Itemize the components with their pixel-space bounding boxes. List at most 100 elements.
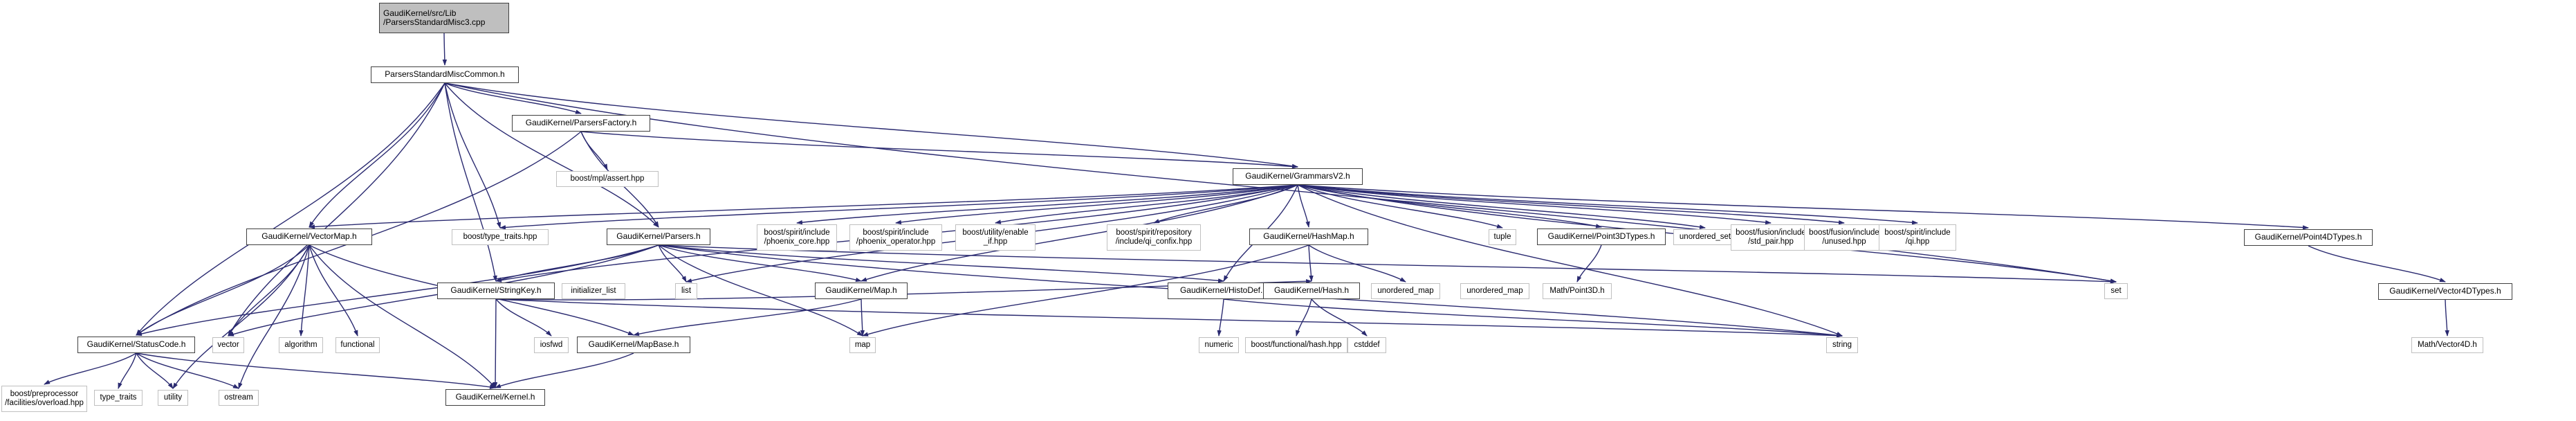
graph-node-fusionstdpair[interactable]: boost/fusion/include /std_pair.hpp	[1731, 224, 1811, 251]
graph-node-string[interactable]: string	[1826, 337, 1858, 353]
graph-node-vector[interactable]: vector	[212, 337, 244, 353]
edge-vectormap-to-algorithm	[299, 244, 310, 337]
graph-node-algorithm[interactable]: algorithm	[279, 337, 323, 353]
edge-grammars-to-fusionstdpair	[1297, 184, 1772, 225]
graph-node-typetraits[interactable]: type_traits	[94, 390, 142, 406]
edge-stringkey-to-iosfwd	[495, 298, 552, 337]
edge-grammars-to-unorderedset	[1297, 184, 1706, 229]
edge-common-to-grammars	[444, 82, 1298, 169]
graph-node-listx[interactable]: list	[675, 283, 697, 299]
graph-node-grammars[interactable]: GaudiKernel/GrammarsV2.h	[1233, 168, 1363, 185]
edge-vectormap-to-ostream	[238, 244, 310, 389]
graph-node-typetraitshpp[interactable]: boost/type_traits.hpp	[452, 229, 549, 245]
edge-vectormap-to-kernel	[309, 244, 496, 388]
graph-node-factory[interactable]: GaudiKernel/ParsersFactory.h	[512, 115, 650, 132]
graph-node-cstddef[interactable]: cstddef	[1347, 337, 1386, 353]
graph-node-mathpoint3d[interactable]: Math/Point3D.h	[1543, 283, 1612, 299]
graph-node-hashmap[interactable]: GaudiKernel/HashMap.h	[1249, 229, 1368, 245]
edge-hash-to-cstddef	[1311, 298, 1368, 337]
edge-gkmap-to-stdmap	[860, 298, 865, 337]
edge-parsers-to-statuscode	[136, 244, 659, 337]
graph-node-mathvector4d[interactable]: Math/Vector4D.h	[2411, 337, 2483, 353]
graph-node-qiconfix[interactable]: boost/spirit/repository /include/qi_conf…	[1107, 224, 1201, 251]
edge-hashmap-to-stdmap	[862, 244, 1309, 337]
graph-node-common[interactable]: ParsersStandardMiscCommon.h	[371, 66, 519, 83]
graph-node-gkmap[interactable]: GaudiKernel/Map.h	[815, 283, 908, 299]
edge-statuscode-to-utility	[136, 352, 174, 389]
edge-common-to-stringkey	[444, 82, 497, 282]
edge-parsers-to-listx	[658, 244, 687, 283]
edge-stringkey-to-kernel	[493, 298, 498, 388]
graph-node-tuple[interactable]: tuple	[1489, 229, 1516, 245]
graph-node-vector4dtypes[interactable]: GaudiKernel/Vector4DTypes.h	[2378, 283, 2512, 300]
edge-parsers-to-setx	[658, 244, 2117, 284]
edge-common-to-vectormap	[309, 82, 445, 228]
edge-grammars-to-phoenixcore	[796, 184, 1298, 225]
graph-node-stringkey[interactable]: GaudiKernel/StringKey.h	[437, 283, 555, 299]
edge-common-to-parsers	[444, 82, 659, 228]
graph-node-numeric[interactable]: numeric	[1199, 337, 1239, 353]
graph-node-stdmap[interactable]: map	[849, 337, 876, 353]
graph-node-kernel[interactable]: GaudiKernel/Kernel.h	[445, 389, 545, 406]
edge-grammars-to-string	[1297, 184, 1843, 337]
edge-parsers-to-gkmap	[658, 244, 862, 283]
graph-node-iosfwd[interactable]: iosfwd	[534, 337, 569, 353]
graph-node-mplassert[interactable]: boost/mpl/assert.hpp	[556, 171, 659, 187]
edge-parsers-to-stringkey	[495, 244, 659, 282]
edge-stringkey-to-string	[495, 298, 1843, 338]
edge-vector4dtypes-to-mathvector4d	[2445, 299, 2449, 337]
graph-node-overloadhpp[interactable]: boost/preprocessor /facilities/overload.…	[1, 386, 87, 412]
edge-grammars-to-phoenixop	[895, 184, 1298, 225]
edge-common-to-vector	[228, 82, 445, 337]
graph-node-phoenixcore[interactable]: boost/spirit/include /phoenix_core.hpp	[757, 224, 837, 251]
edge-common-to-typetraitshpp	[444, 82, 502, 229]
graph-node-utility[interactable]: utility	[158, 390, 188, 406]
edge-statuscode-to-kernel	[136, 352, 496, 390]
edge-point3dtypes-to-mathpoint3d	[1576, 244, 1602, 283]
edge-common-to-factory	[444, 82, 582, 114]
edge-root-to-common	[442, 33, 448, 66]
edge-vectormap-to-statuscode	[136, 244, 310, 336]
graph-node-point4dtypes[interactable]: GaudiKernel/Point4DTypes.h	[2244, 229, 2373, 246]
edge-hash-to-boosthash	[1296, 298, 1312, 337]
graph-node-parsers[interactable]: GaudiKernel/Parsers.h	[607, 229, 710, 245]
edge-vectormap-to-functional	[309, 244, 358, 337]
edge-statuscode-to-ostream	[136, 352, 239, 389]
edge-statuscode-to-typetraits	[118, 352, 137, 389]
graph-node-unorderedmap1[interactable]: unordered_map	[1371, 283, 1440, 299]
graph-node-setx[interactable]: set	[2104, 283, 2128, 299]
edge-factory-to-mplassert	[580, 131, 608, 170]
graph-node-root[interactable]: GaudiKernel/src/Lib /ParsersStandardMisc…	[379, 3, 509, 33]
edge-histodef-to-string	[1223, 298, 1843, 338]
graph-node-histodef[interactable]: GaudiKernel/HistoDef.h	[1168, 283, 1280, 299]
edge-grammars-to-fusionunused	[1297, 184, 1845, 225]
edge-mapbase-to-kernel	[495, 352, 634, 388]
graph-node-unorderedmap2[interactable]: unordered_map	[1460, 283, 1529, 299]
graph-node-statuscode[interactable]: GaudiKernel/StatusCode.h	[77, 337, 195, 353]
graph-node-boosthash[interactable]: boost/functional/hash.hpp	[1245, 337, 1347, 353]
edge-statuscode-to-overloadhpp	[44, 352, 137, 385]
edge-parsers-to-histodef	[658, 244, 1224, 283]
edge-grammars-to-tuple	[1297, 184, 1503, 229]
graph-node-hash[interactable]: GaudiKernel/Hash.h	[1263, 283, 1360, 299]
edge-histodef-to-numeric	[1217, 298, 1224, 337]
graph-node-ostream[interactable]: ostream	[219, 390, 259, 406]
graph-node-functional[interactable]: functional	[335, 337, 380, 353]
graph-node-mapbase[interactable]: GaudiKernel/MapBase.h	[577, 337, 690, 353]
edge-hashmap-to-unorderedmap1	[1308, 244, 1406, 283]
graph-node-initializerlist[interactable]: initializer_list	[562, 283, 625, 299]
graph-node-spiritqi[interactable]: boost/spirit/include /qi.hpp	[1879, 224, 1956, 251]
edge-gkmap-to-mapbase	[633, 298, 862, 337]
edge-vectormap-to-utility	[172, 244, 310, 389]
edge-grammars-to-typetraitshpp	[499, 184, 1298, 230]
graph-node-phoenixop[interactable]: boost/spirit/include /phoenix_operator.h…	[849, 224, 942, 251]
graph-node-unorderedset[interactable]: unordered_set	[1673, 229, 1737, 245]
graph-node-point3dtypes[interactable]: GaudiKernel/Point3DTypes.h	[1537, 229, 1666, 245]
graph-node-fusionunused[interactable]: boost/fusion/include /unused.hpp	[1804, 224, 1884, 251]
graph-node-enableif[interactable]: boost/utility/enable _if.hpp	[955, 224, 1036, 251]
edge-parsers-to-stdmap	[658, 244, 863, 337]
edge-grammars-to-vectormap	[309, 184, 1298, 229]
graph-node-vectormap[interactable]: GaudiKernel/VectorMap.h	[246, 229, 372, 245]
